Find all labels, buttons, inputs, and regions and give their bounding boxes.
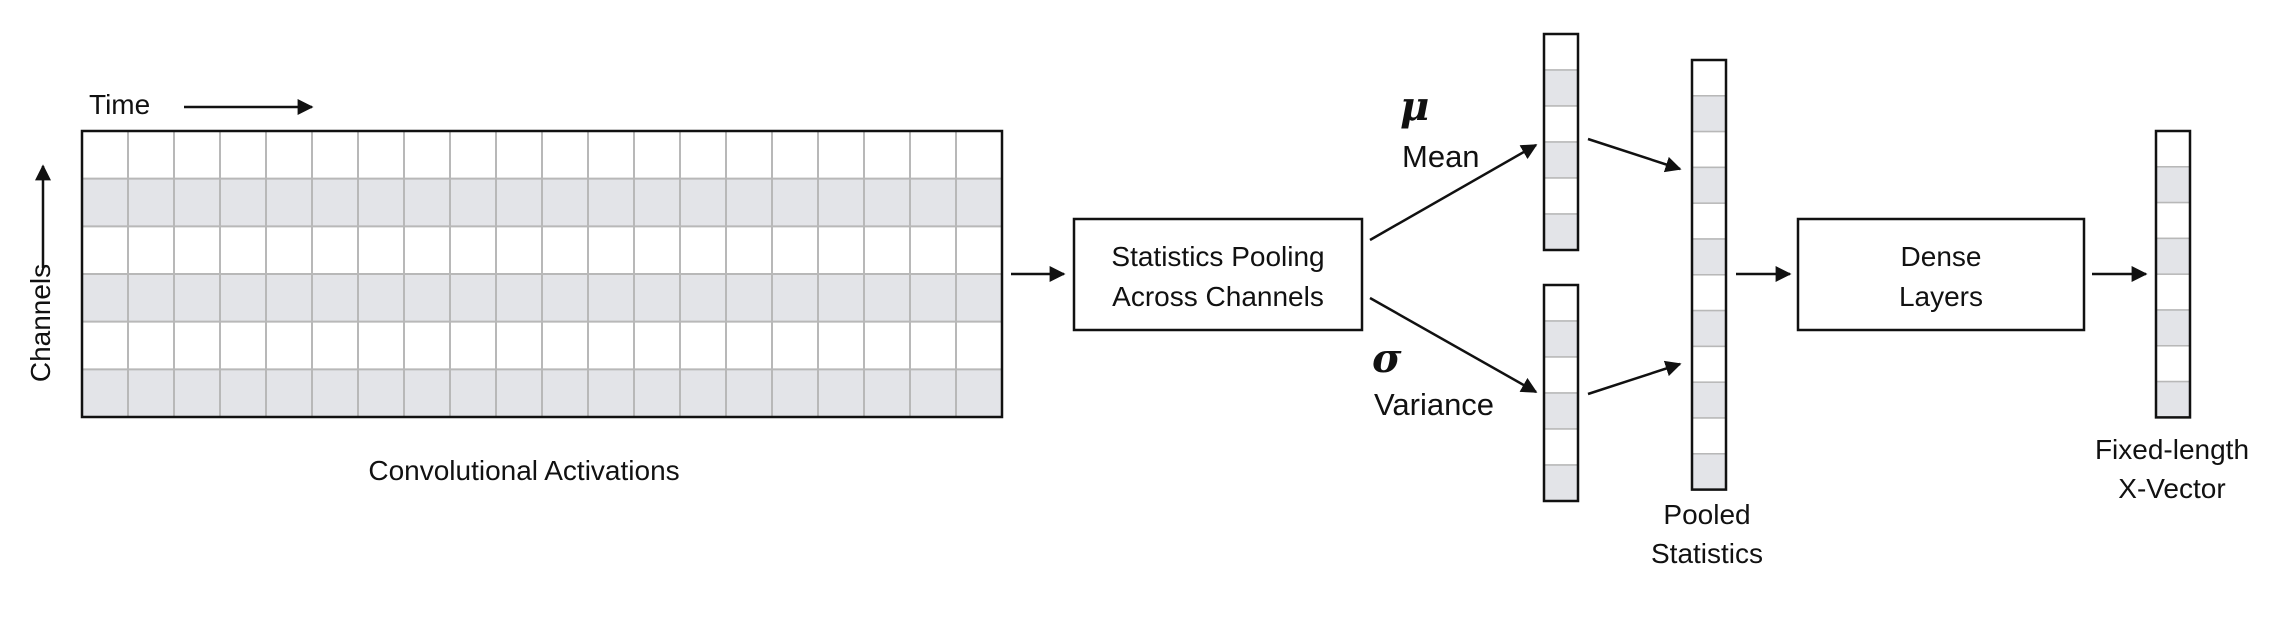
variance-vector-cell xyxy=(1543,392,1579,430)
conv-activations-label: Convolutional Activations xyxy=(368,455,679,486)
pooled-statistics-vector xyxy=(1690,58,1728,491)
mu-symbol: μ xyxy=(1400,83,1429,130)
x-vector-cell xyxy=(2155,309,2191,347)
pooled-vector-cell xyxy=(1691,202,1727,240)
x-vector-cell xyxy=(2155,273,2191,311)
variance-label: Variance xyxy=(1374,387,1494,422)
stats-pooling-label-line2: Across Channels xyxy=(1112,281,1324,312)
pooled-vector-cell xyxy=(1691,345,1727,383)
stats-pooling-label-line1: Statistics Pooling xyxy=(1111,241,1324,272)
dense-label-line1: Dense xyxy=(1901,241,1982,272)
arrow-to-variance xyxy=(1369,296,1538,394)
variance-vector xyxy=(1542,283,1580,503)
pooled-vector-cell xyxy=(1691,130,1727,169)
sigma-symbol: σ xyxy=(1372,335,1402,382)
pooled-vector-cell xyxy=(1691,238,1727,276)
mean-label: Mean xyxy=(1402,139,1480,174)
activation-grid xyxy=(80,129,1004,419)
time-label: Time xyxy=(89,89,150,120)
pooled-vector-cell xyxy=(1691,417,1727,455)
x-vector-cell xyxy=(2155,166,2191,204)
x-vector-cell xyxy=(2155,201,2191,240)
x-vector xyxy=(2154,129,2192,419)
mean-vector xyxy=(1542,32,1580,252)
x-vector-cell-border xyxy=(2154,129,2192,419)
arrow-mean-to-pooled xyxy=(1587,137,1682,173)
pooled-label-line1: Pooled xyxy=(1663,499,1750,530)
pooled-vector-cell-border xyxy=(1690,58,1728,491)
xvector-label-line1: Fixed-length xyxy=(2095,434,2249,465)
variance-vector-cell xyxy=(1543,284,1579,322)
stats-pooling-box: Statistics Pooling Across Channels xyxy=(1072,217,1364,332)
x-vector-cell xyxy=(2155,237,2191,275)
pooled-vector-cell xyxy=(1691,59,1727,97)
x-vector-cell xyxy=(2155,380,2191,419)
mean-vector-cell xyxy=(1543,69,1579,107)
activation-grid-border xyxy=(80,129,1004,419)
mean-vector-cell xyxy=(1543,213,1579,251)
channels-label: Channels xyxy=(25,264,56,382)
pooled-vector-cell xyxy=(1691,309,1727,348)
xvector-label-line2: X-Vector xyxy=(2118,473,2225,504)
pooled-vector-cell xyxy=(1691,95,1727,133)
x-vector-cell xyxy=(2155,130,2191,168)
mean-vector-cell-border xyxy=(1542,32,1580,252)
mean-vector-cell xyxy=(1543,141,1579,179)
arrow-to-mean xyxy=(1369,143,1538,242)
pooled-vector-cell xyxy=(1691,274,1727,312)
pooled-label-line2: Statistics xyxy=(1651,538,1763,569)
mean-vector-cell xyxy=(1543,105,1579,143)
variance-vector-cell-border xyxy=(1542,283,1580,503)
arrow-variance-to-pooled xyxy=(1587,360,1682,396)
variance-vector-cell xyxy=(1543,356,1579,394)
dense-label-line2: Layers xyxy=(1899,281,1983,312)
dense-layers-box: Dense Layers xyxy=(1796,217,2086,332)
pooled-vector-cell xyxy=(1691,166,1727,204)
mean-vector-cell xyxy=(1543,177,1579,215)
variance-vector-cell xyxy=(1543,428,1579,466)
x-vector-cell xyxy=(2155,345,2191,383)
mean-vector-cell xyxy=(1543,33,1579,71)
pooled-vector-cell xyxy=(1691,453,1727,491)
variance-vector-cell xyxy=(1543,320,1579,358)
pooled-vector-cell xyxy=(1691,381,1727,419)
variance-vector-cell xyxy=(1543,464,1579,502)
